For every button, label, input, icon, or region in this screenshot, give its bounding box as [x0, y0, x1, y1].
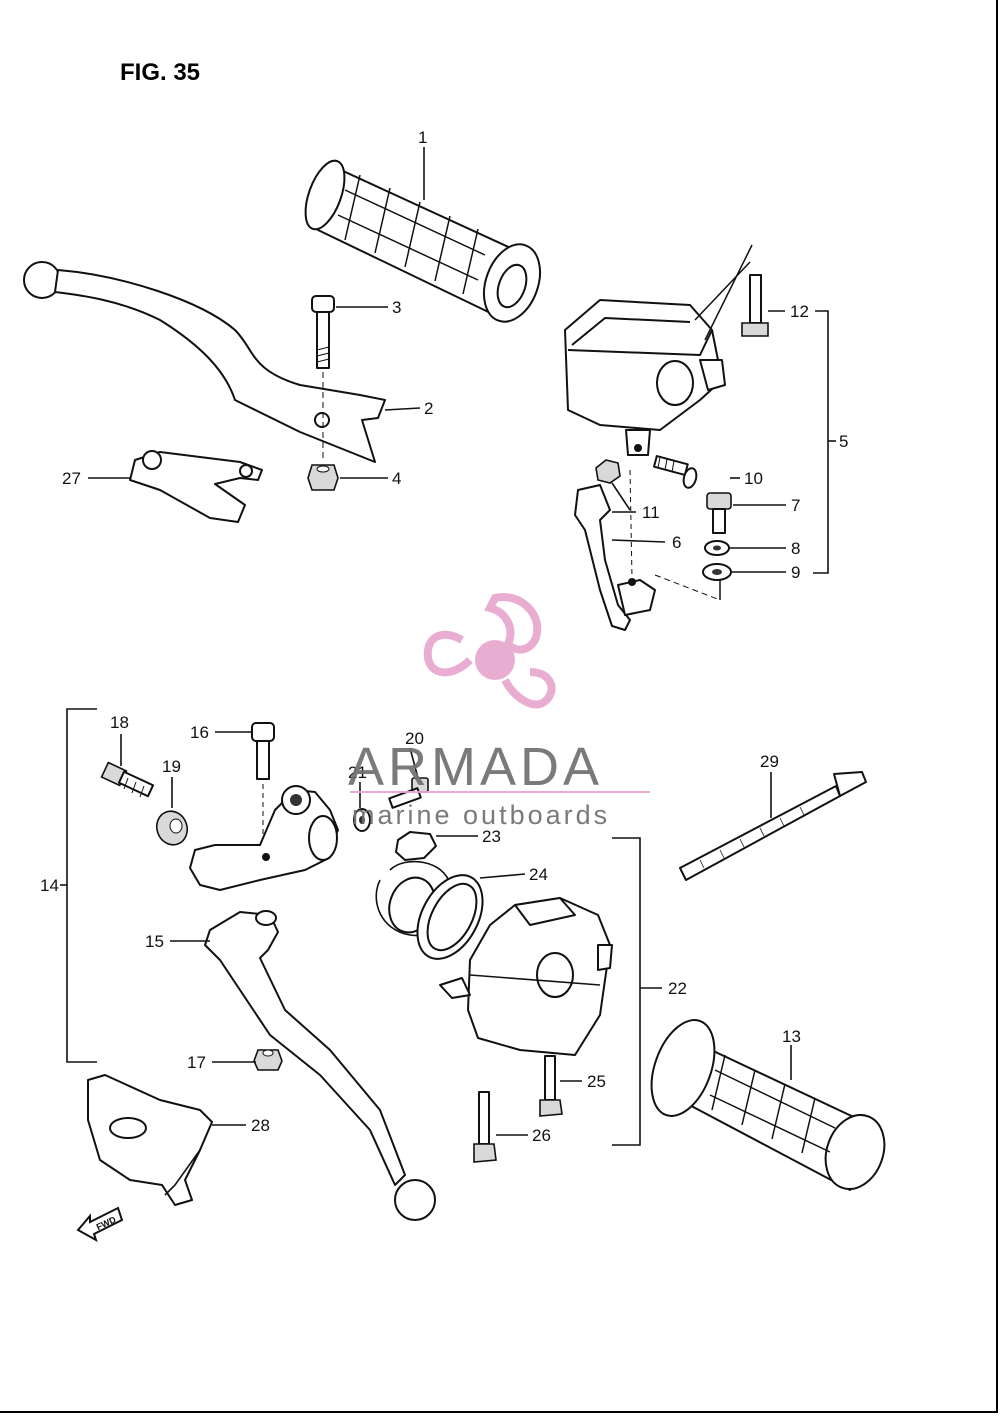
part-17-nut — [253, 1049, 283, 1071]
part-16-pivot-bolt — [251, 722, 275, 855]
part-15-clutch-lever — [204, 910, 436, 1221]
callout-20: 20 — [405, 729, 424, 748]
part-28-lever-cover — [87, 1074, 213, 1206]
callout-12: 12 — [790, 302, 809, 321]
part-2-brake-lever — [23, 261, 386, 463]
part-10-screw — [652, 455, 698, 489]
part-19-locknut — [155, 810, 189, 846]
callout-19: 19 — [162, 757, 181, 776]
figure-title: FIG. 35 — [120, 59, 200, 86]
part-21-washer — [353, 808, 371, 832]
callout-17: 17 — [187, 1053, 206, 1072]
callout-7: 7 — [791, 496, 800, 515]
part-13-grip — [650, 1019, 886, 1191]
part-14-perch — [189, 785, 339, 891]
bracket-14 — [60, 708, 97, 1063]
part-3-pivot-bolt — [311, 295, 335, 460]
watermark: ARMADA marine outboards — [348, 593, 650, 830]
part-12-screw — [741, 274, 769, 337]
callout-26: 26 — [532, 1126, 551, 1145]
callout-27: 27 — [62, 469, 81, 488]
callout-22: 22 — [668, 979, 687, 998]
callout-21: 21 — [348, 763, 367, 782]
part-25-screw — [539, 1055, 563, 1117]
callout-1: 1 — [418, 128, 427, 147]
callout-23: 23 — [482, 827, 501, 846]
callout-13: 13 — [782, 1027, 801, 1046]
fwd-arrow-icon: FWD — [76, 1206, 124, 1243]
part-24-ring — [416, 874, 484, 960]
callout-11: 11 — [642, 503, 660, 522]
propeller-logo-icon — [423, 593, 556, 709]
part-26-screw — [473, 1091, 497, 1163]
callout-8: 8 — [791, 539, 800, 558]
callout-25: 25 — [587, 1072, 606, 1091]
part-5-switch-housing — [564, 244, 753, 456]
callout-4: 4 — [392, 469, 401, 488]
callout-16: 16 — [190, 723, 209, 742]
part-11-nut — [595, 459, 631, 511]
part-9-washer — [654, 563, 732, 601]
callout-5: 5 — [839, 432, 848, 451]
callout-15: 15 — [145, 932, 164, 951]
callout-labels: 1 2 3 4 5 6 7 8 9 10 11 12 13 14 15 16 1… — [40, 128, 848, 1145]
callout-6: 6 — [672, 533, 681, 552]
watermark-brand: ARMADA — [348, 737, 603, 797]
bracket-5 — [813, 310, 836, 574]
part-27-bracket — [129, 450, 263, 523]
part-4-nut — [307, 464, 339, 491]
callout-29: 29 — [760, 752, 779, 771]
part-1-grip — [304, 159, 542, 323]
part-18-adjuster — [100, 761, 155, 798]
callout-3: 3 — [392, 298, 401, 317]
callout-28: 28 — [251, 1116, 270, 1135]
callout-10: 10 — [744, 469, 763, 488]
callout-2: 2 — [424, 399, 433, 418]
part-29-cable-tie — [679, 771, 867, 881]
bracket-22 — [612, 837, 662, 1146]
part-22-left-switch — [439, 897, 613, 1056]
part-20-screw — [388, 777, 429, 809]
callout-18: 18 — [110, 713, 129, 732]
part-6-choke-lever — [574, 469, 656, 631]
watermark-tagline: marine outboards — [352, 800, 610, 830]
callout-9: 9 — [791, 563, 800, 582]
part-8-washer — [704, 540, 730, 556]
leader-lines — [88, 147, 792, 1136]
callout-14: 14 — [40, 876, 59, 895]
part-7-bolt — [706, 492, 732, 534]
callout-24: 24 — [529, 865, 548, 884]
